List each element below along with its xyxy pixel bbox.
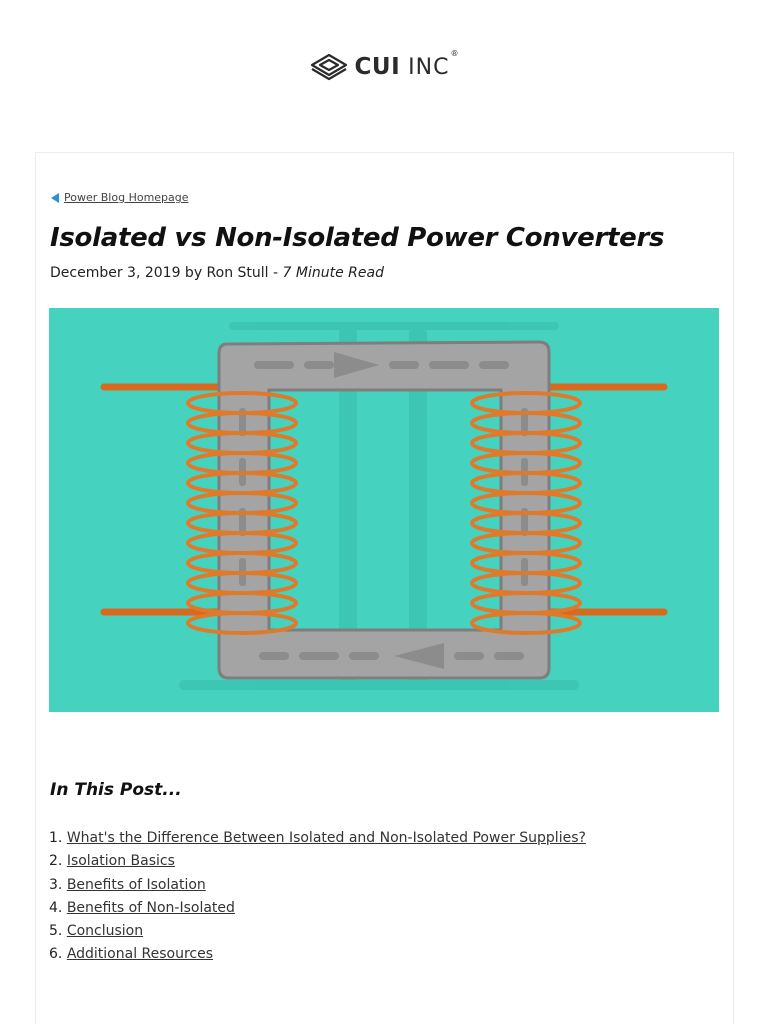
toc-item: 1. What's the Difference Between Isolate… (49, 827, 586, 850)
back-to-blog-link[interactable]: Power Blog Homepage (51, 191, 189, 204)
header: CUI INC® (0, 0, 768, 110)
article-title: Isolated vs Non-Isolated Power Converter… (50, 223, 665, 253)
toc-item: 6. Additional Resources (49, 943, 586, 966)
toc-item-number: 1. (49, 830, 63, 846)
article-meta: December 3, 2019 by Ron Stull - 7 Minute… (50, 265, 384, 281)
back-link-label: Power Blog Homepage (64, 191, 189, 204)
toc-item-number: 2. (49, 853, 63, 870)
transformer-illustration-icon (100, 322, 668, 690)
toc-link-isolation-basics[interactable]: Isolation Basics (66, 853, 175, 870)
hero-image (49, 308, 719, 712)
toc-item-number: 4. (49, 899, 63, 916)
toc-item: 5. Conclusion (49, 920, 586, 943)
logo-registered-mark: ® (450, 48, 460, 58)
toc-link-difference[interactable]: What's the Difference Between Isolated a… (66, 830, 586, 846)
toc-heading: In This Post... (50, 780, 182, 800)
toc-item: 4. Benefits of Non-Isolated (49, 897, 586, 920)
toc-item-number: 3. (49, 876, 63, 893)
toc-link-benefits-isolation[interactable]: Benefits of Isolation (66, 876, 206, 893)
logo-inc: INC (408, 54, 450, 80)
toc-item-number: 6. (49, 946, 63, 963)
back-arrow-icon (51, 192, 59, 203)
toc-link-benefits-non-isolated[interactable]: Benefits of Non-Isolated (66, 899, 235, 916)
toc-link-additional-resources[interactable]: Additional Resources (66, 946, 214, 963)
toc-item: 2. Isolation Basics (49, 850, 586, 873)
logo-wordmark-bold: CUI (354, 54, 401, 80)
cui-logo-icon (309, 52, 349, 82)
article-read-time: 7 Minute Read (282, 265, 384, 281)
article-date-author: December 3, 2019 by Ron Stull - (50, 265, 283, 281)
table-of-contents: 1. What's the Difference Between Isolate… (49, 827, 586, 967)
cui-logo[interactable]: CUI INC® (309, 49, 460, 82)
toc-link-conclusion[interactable]: Conclusion (66, 923, 144, 940)
toc-item: 3. Benefits of Isolation (49, 874, 586, 897)
logo-wordmark-light: INC® (408, 49, 459, 80)
article-card: Power Blog Homepage Isolated vs Non-Isol… (35, 152, 734, 1024)
toc-item-number: 5. (49, 923, 63, 940)
